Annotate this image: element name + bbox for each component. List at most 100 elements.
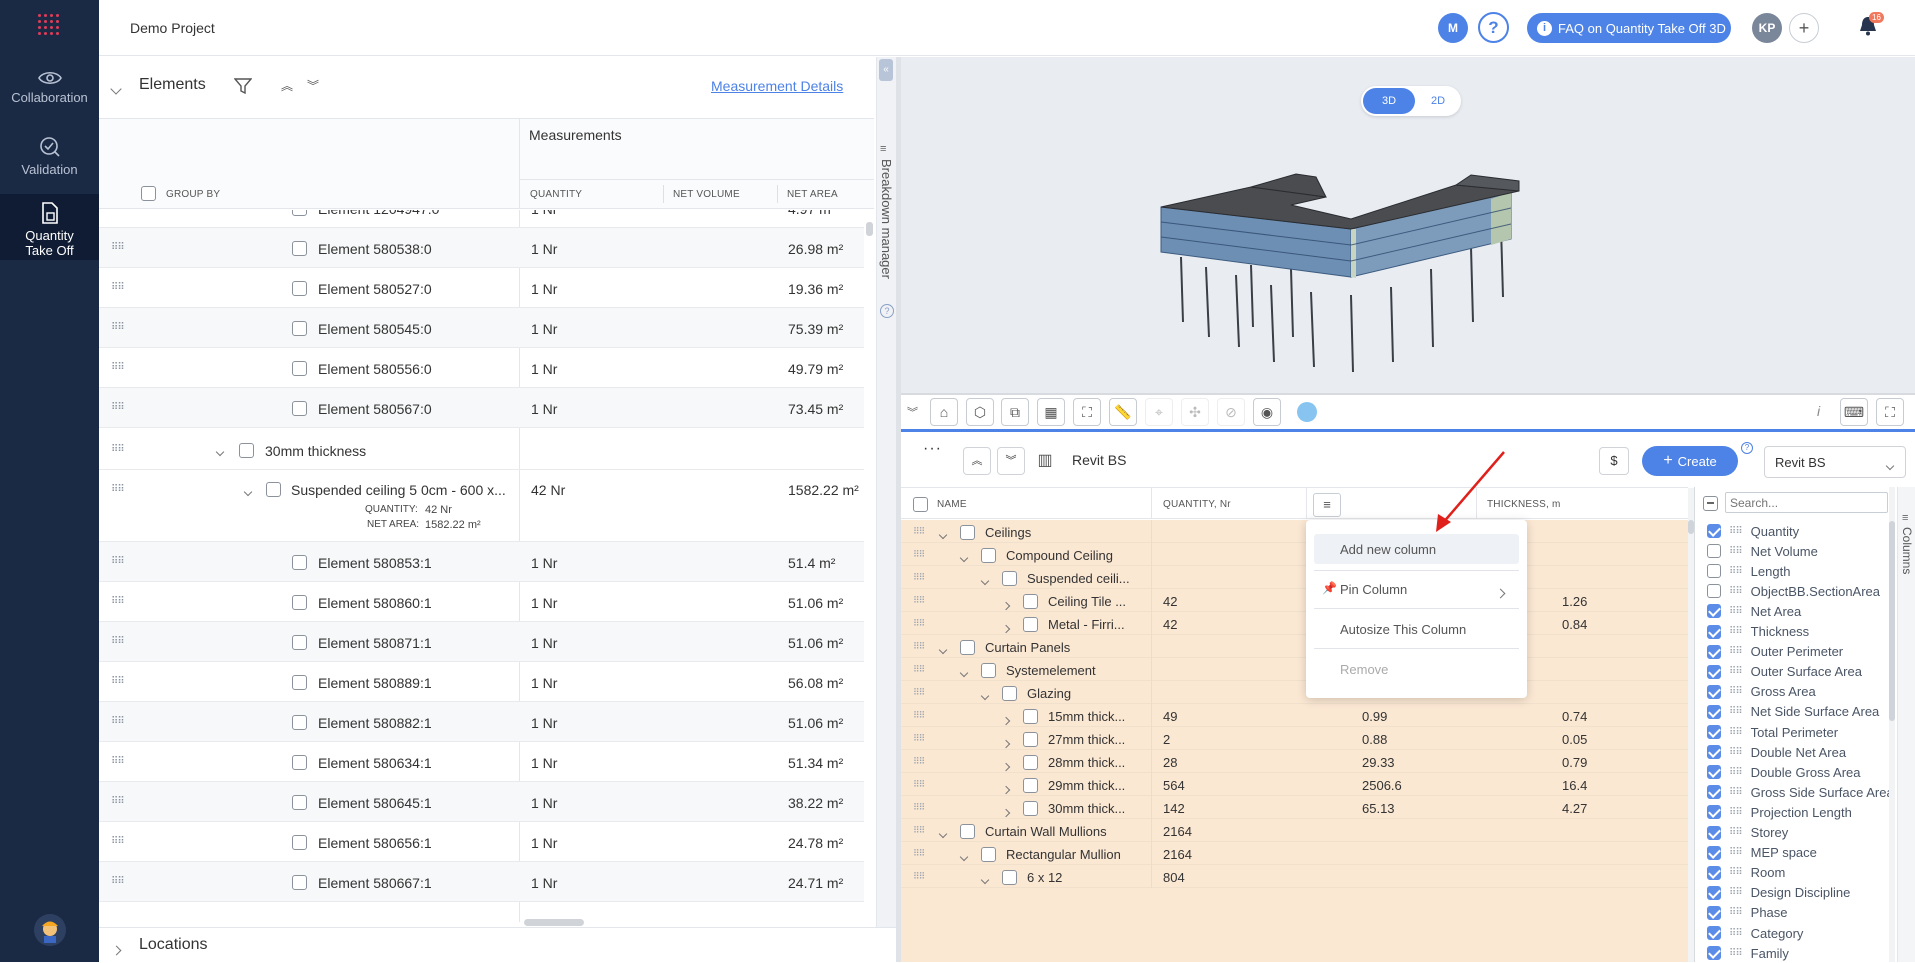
row-checkbox[interactable] xyxy=(1023,800,1038,817)
collapse-all-icon[interactable]: ︽ xyxy=(963,447,991,475)
drag-handle-icon[interactable]: ⠿⠿ xyxy=(1729,525,1743,537)
section-box-icon[interactable]: ⧉ xyxy=(1001,398,1029,426)
drag-handle-icon[interactable]: ⠿⠿ xyxy=(111,716,125,727)
column-toggle-item[interactable]: ⠿⠿Length xyxy=(1707,561,1790,581)
breakdown-manager-tab[interactable]: « ≡ Breakdown manager ? xyxy=(876,57,896,927)
col-net-area[interactable]: NET AREA xyxy=(787,189,838,200)
column-checkbox[interactable] xyxy=(1707,564,1721,579)
column-toggle-item[interactable]: ⠿⠿Projection Length xyxy=(1707,802,1852,822)
row-checkbox[interactable] xyxy=(292,754,307,771)
row-checkbox[interactable] xyxy=(292,320,307,337)
project-name[interactable]: Demo Project xyxy=(130,20,215,36)
column-toggle-item[interactable]: ⠿⠿Gross Side Surface Area xyxy=(1707,782,1894,802)
expand-chevron-icon[interactable] xyxy=(959,848,969,863)
info-icon[interactable]: i xyxy=(1817,403,1821,419)
column-toggle-item[interactable]: ⠿⠿ObjectBB.SectionArea xyxy=(1707,581,1880,601)
collapse-chevron-icon[interactable] xyxy=(110,81,122,96)
column-checkbox[interactable] xyxy=(1707,805,1721,820)
row-checkbox[interactable] xyxy=(292,210,307,217)
row-checkbox[interactable] xyxy=(1023,708,1038,725)
column-checkbox[interactable] xyxy=(1707,584,1721,599)
drag-handle-icon[interactable]: ⠿⠿ xyxy=(1729,867,1743,879)
nav-item-collaboration[interactable]: Collaboration xyxy=(0,70,99,114)
collapsed-chevron-icon[interactable] xyxy=(1001,735,1011,750)
group-row-suspended[interactable]: ⠿⠿ Suspended ceiling 5 0cm - 600 x... QU… xyxy=(99,470,864,542)
drag-handle-icon[interactable]: ⠿⠿ xyxy=(111,596,125,607)
columns-scrollbar[interactable] xyxy=(1889,521,1895,721)
help-icon[interactable]: ? xyxy=(1741,442,1753,454)
drag-handle-icon[interactable]: ⠿⠿ xyxy=(913,825,925,835)
row-checkbox[interactable] xyxy=(1023,777,1038,794)
drag-handle-icon[interactable]: ⠿⠿ xyxy=(111,210,125,213)
column-checkbox[interactable] xyxy=(1707,926,1721,940)
drag-handle-icon[interactable]: ⠿⠿ xyxy=(1729,666,1743,678)
column-toggle-item[interactable]: ⠿⠿Phase xyxy=(1707,903,1788,923)
avatar-m[interactable]: M xyxy=(1438,13,1468,43)
row-checkbox[interactable] xyxy=(1023,593,1038,610)
drag-handle-icon[interactable]: ⠿⠿ xyxy=(111,836,125,847)
drag-handle-icon[interactable]: ⠿⠿ xyxy=(913,549,925,559)
column-checkbox[interactable] xyxy=(1707,745,1721,760)
column-toggle-item[interactable]: ⠿⠿Double Net Area xyxy=(1707,742,1846,762)
row-checkbox[interactable] xyxy=(1023,616,1038,633)
expand-chevron-icon[interactable] xyxy=(980,572,990,587)
drag-handle-icon[interactable]: ⠿⠿ xyxy=(913,641,925,651)
column-checkbox[interactable] xyxy=(1707,604,1721,619)
column-menu-icon[interactable]: ≡ xyxy=(1313,493,1341,517)
row-checkbox[interactable] xyxy=(292,554,307,571)
help-icon[interactable]: ? xyxy=(1478,12,1509,43)
drag-handle-icon[interactable]: ⠿⠿ xyxy=(111,876,125,887)
expand-chevron-icon[interactable] xyxy=(959,664,969,679)
grid-row[interactable]: ⠿⠿Curtain Panels xyxy=(901,635,1688,658)
column-checkbox[interactable] xyxy=(1707,664,1721,679)
expand-all-icon[interactable]: ︾ xyxy=(307,79,320,93)
expand-chevron-icon[interactable] xyxy=(959,549,969,564)
drag-handle-icon[interactable]: ⠿⠿ xyxy=(1729,827,1743,838)
building-model[interactable] xyxy=(1151,147,1531,377)
color-swatch[interactable] xyxy=(1297,402,1317,422)
model-viewer[interactable]: 3D 2D xyxy=(901,57,1915,393)
drag-handle-icon[interactable]: ⠿⠿ xyxy=(913,871,925,881)
collapse-all-icon[interactable]: ︽ xyxy=(281,79,294,93)
drag-handle-icon[interactable]: ⠿⠿ xyxy=(1729,786,1743,798)
drag-handle-icon[interactable]: ⠿⠿ xyxy=(111,676,125,687)
row-checkbox[interactable] xyxy=(292,874,307,891)
horizontal-scrollbar[interactable] xyxy=(524,919,584,926)
measure-icon[interactable]: 📏 xyxy=(1109,398,1137,426)
drag-handle-icon[interactable]: ⠿⠿ xyxy=(1729,626,1743,637)
column-checkbox[interactable] xyxy=(1707,544,1721,559)
row-checkbox[interactable] xyxy=(292,834,307,851)
drag-handle-icon[interactable]: ⠿⠿ xyxy=(1729,847,1743,859)
row-checkbox[interactable] xyxy=(1002,685,1017,702)
drag-handle-icon[interactable]: ⠿⠿ xyxy=(111,556,125,567)
toggle-all-checkbox[interactable] xyxy=(1703,495,1718,512)
drag-handle-icon[interactable]: ⠿⠿ xyxy=(1729,726,1743,738)
expand-chevron-icon[interactable] xyxy=(111,942,122,957)
drag-handle-icon[interactable]: ⠿⠿ xyxy=(111,796,125,807)
app-logo[interactable] xyxy=(38,14,60,36)
row-checkbox[interactable] xyxy=(292,240,307,257)
fullscreen-icon[interactable]: ⛶ xyxy=(1876,398,1904,426)
menu-item-remove[interactable]: Remove xyxy=(1314,654,1519,684)
row-checkbox[interactable] xyxy=(1002,570,1017,587)
expand-chevron-icon[interactable] xyxy=(980,687,990,702)
drag-handle-icon[interactable]: ⠿⠿ xyxy=(913,756,925,766)
collapsed-chevron-icon[interactable] xyxy=(1001,597,1011,612)
column-toggle-item[interactable]: ⠿⠿Total Perimeter xyxy=(1707,722,1838,742)
grid-row[interactable]: ⠿⠿Systemelement xyxy=(901,658,1688,681)
panel-splitter[interactable] xyxy=(896,57,901,962)
element-row[interactable] xyxy=(99,902,864,922)
crosshair-icon[interactable]: ⌖ xyxy=(1145,398,1173,426)
expand-chevron-icon[interactable] xyxy=(980,871,990,886)
select-all-checkbox[interactable] xyxy=(141,185,156,202)
